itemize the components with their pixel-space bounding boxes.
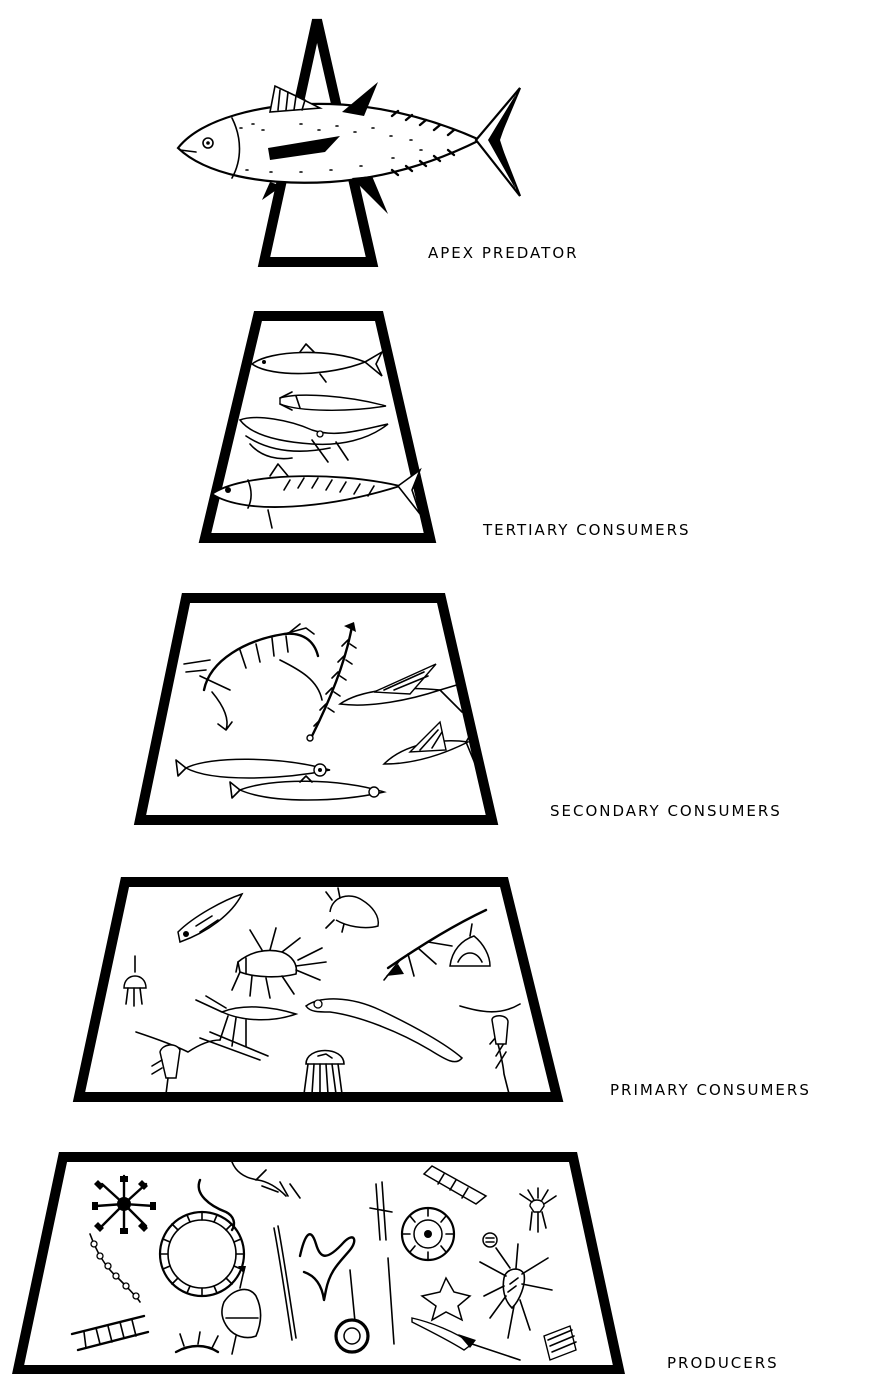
label-producers: PRODUCERS	[667, 1354, 779, 1372]
lanternfish-illustration	[175, 758, 331, 779]
chain-diatom-illustration	[89, 1233, 141, 1303]
ring-diatom-illustration	[158, 1210, 246, 1298]
chaetognath-illustration	[304, 998, 464, 1063]
copepod-illustration	[459, 1003, 521, 1098]
chaetoceros-illustration	[479, 1243, 553, 1339]
amphipod-illustration	[325, 887, 380, 933]
tuna-illustration	[176, 82, 522, 214]
shrimp-illustration	[183, 623, 323, 731]
elongated-dinoflagellate-illustration	[411, 1317, 521, 1361]
tier-secondary-consumers	[133, 593, 499, 825]
mackerel-illustration	[210, 463, 422, 529]
label-primary-consumers: PRIMARY CONSUMERS	[610, 1081, 811, 1099]
squid-illustration	[279, 391, 387, 411]
spiny-diatom-illustration	[174, 1331, 220, 1354]
arrow-worm-illustration	[306, 622, 357, 742]
primary-tier-frame	[72, 877, 564, 1102]
flying-fish-illustration	[337, 663, 463, 713]
pennate-diatom-illustration	[422, 1165, 488, 1205]
radial-diatom-illustration	[400, 1206, 456, 1262]
ring-diatom-illustration-2	[334, 1318, 370, 1354]
small-fish-illustration	[250, 343, 384, 383]
large-squid-illustration	[238, 416, 389, 463]
secondary-tier-frame	[133, 593, 499, 825]
needle-diatom-illustration	[273, 1181, 395, 1345]
label-tertiary-consumers: TERTIARY CONSUMERS	[482, 521, 691, 539]
doliolid-illustration	[449, 923, 491, 967]
larval-fish-illustration	[177, 892, 244, 943]
tier-apex-predator	[176, 18, 522, 267]
pteropod-illustration	[383, 908, 488, 981]
diatom-cluster-illustration	[543, 1325, 577, 1361]
label-apex-predator: APEX PREDATOR	[428, 244, 579, 262]
ladder-diatom-illustration	[70, 1314, 150, 1352]
tertiary-tier-frame	[198, 311, 437, 543]
ceratium-illustration	[298, 1233, 356, 1302]
star-diatom-illustration	[92, 1174, 156, 1234]
krill-illustration	[195, 995, 299, 1061]
small-medusa-illustration	[123, 955, 147, 1007]
tier-producers	[12, 1152, 625, 1374]
tier-primary-consumers	[72, 877, 564, 1102]
curved-diatom-illustration	[197, 1161, 301, 1232]
star-dinoflagellate-illustration	[420, 1276, 472, 1322]
small-diatom-illustration	[482, 1232, 498, 1248]
copepod-illustration-2	[135, 1031, 221, 1095]
lobster-larva-illustration	[231, 927, 327, 999]
dinoflagellate-illustration	[221, 1266, 262, 1355]
medusa-illustration	[303, 1049, 345, 1095]
radiolarian-illustration	[519, 1187, 557, 1233]
tier-tertiary-consumers	[198, 311, 437, 543]
lanternfish-illustration-2	[229, 775, 387, 801]
flying-fish-illustration-2	[382, 720, 477, 767]
producers-tier-frame	[12, 1152, 625, 1374]
label-secondary-consumers: SECONDARY CONSUMERS	[550, 802, 782, 820]
